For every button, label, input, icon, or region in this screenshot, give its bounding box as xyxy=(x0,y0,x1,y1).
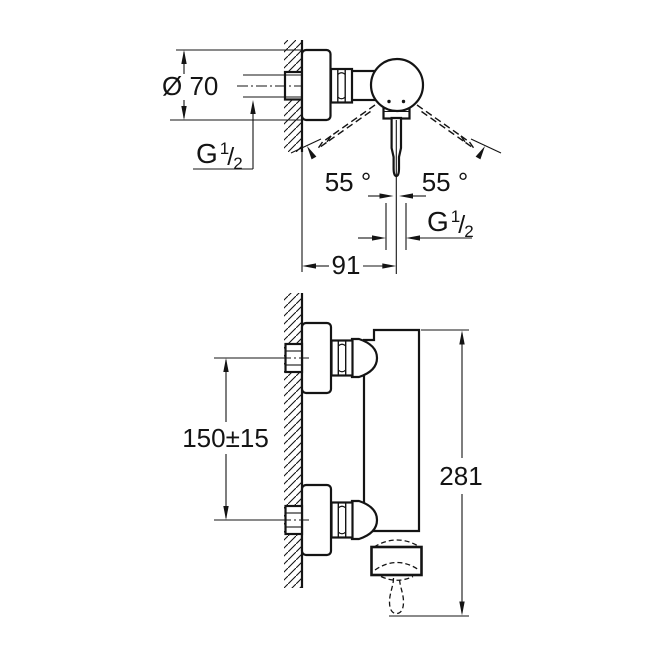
handle-collar xyxy=(370,545,423,577)
knob-marker-dot xyxy=(387,99,391,104)
lever-swivel-range-left xyxy=(290,104,376,160)
angle-left-label: 55 ° xyxy=(325,167,372,197)
dome-bottom-hidden-edge xyxy=(380,575,414,581)
dimension-overall-height-281: 281 xyxy=(389,329,483,617)
dimension-diameter-70: Ø 70 xyxy=(162,49,302,121)
side-view: 150±15 281 xyxy=(182,293,483,617)
hex-union-nut xyxy=(329,67,354,104)
angle-right-label: 55 ° xyxy=(422,167,469,197)
angle-arrow-left xyxy=(307,146,317,160)
lever-handle-hidden xyxy=(388,577,405,615)
angle-arrow-right xyxy=(475,146,485,160)
handle-assembly-side-view xyxy=(370,539,423,615)
inlet-connection-lower xyxy=(280,483,379,557)
hex-union-nut xyxy=(330,501,354,539)
connection-cone xyxy=(350,499,379,541)
handle-dome-hidden-edge xyxy=(373,539,421,548)
connection-cone xyxy=(350,337,379,379)
concealed-pipe xyxy=(237,70,312,101)
wall-hatch xyxy=(284,293,302,588)
wall-section-side-view xyxy=(284,293,304,588)
dimension-inlet-distance-150: 150±15 xyxy=(182,357,288,521)
overall-height-label: 281 xyxy=(439,461,482,491)
escutcheon-top-view xyxy=(300,48,332,122)
lever-swivel-range-right xyxy=(416,104,502,160)
knob-marker-dot xyxy=(401,99,406,104)
hex-union-nut xyxy=(330,339,354,377)
dimension-wall-distance-91: 91 xyxy=(302,250,397,280)
inlet-distance-label: 150±15 xyxy=(182,423,269,453)
angle-vertex-arrows xyxy=(368,193,426,199)
collar-hidden-edge xyxy=(374,561,420,571)
diameter-label: Ø 70 xyxy=(162,71,218,101)
handle-knob-top-view xyxy=(369,57,425,113)
inlet-connection-upper xyxy=(280,321,379,395)
wall-distance-label: 91 xyxy=(332,250,361,280)
